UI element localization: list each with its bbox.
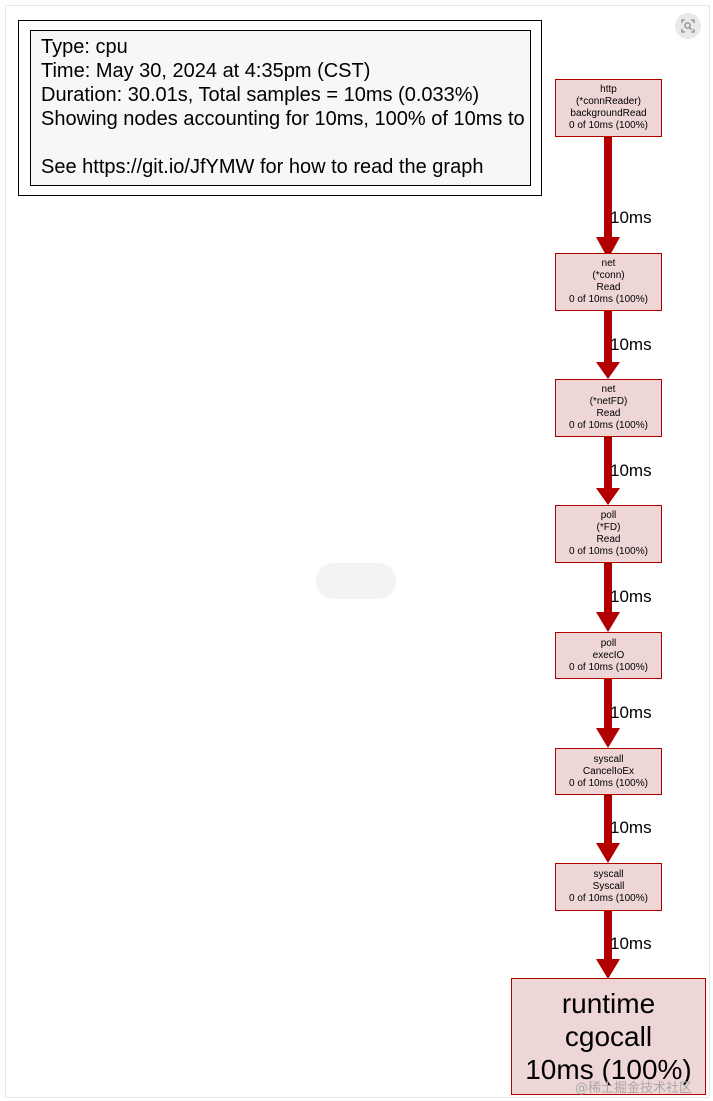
- edge-line: [604, 437, 612, 492]
- node-net-conn-read[interactable]: net (*conn) Read 0 of 10ms (100%): [555, 253, 662, 311]
- node-samples: 0 of 10ms (100%): [569, 661, 648, 673]
- edge-arrowhead: [596, 488, 620, 505]
- node-package: poll: [600, 637, 617, 649]
- node-samples: 0 of 10ms (100%): [569, 546, 648, 557]
- legend-time: Time: May 30, 2024 at 4:35pm (CST): [41, 60, 371, 82]
- node-receiver: (*FD): [596, 522, 621, 533]
- node-receiver: (*connReader): [575, 96, 642, 107]
- edge-label: 10ms: [610, 335, 652, 354]
- node-function: cgocall: [564, 1021, 653, 1052]
- node-http-connreader-backgroundread[interactable]: http (*connReader) backgroundRead 0 of 1…: [555, 79, 662, 137]
- edge-arrowhead: [596, 612, 620, 632]
- node-samples: 0 of 10ms (100%): [569, 120, 648, 131]
- node-package: syscall: [593, 869, 624, 880]
- node-function: Syscall: [592, 881, 625, 892]
- edge-line: [604, 563, 612, 615]
- node-package: syscall: [593, 753, 624, 765]
- node-poll-execio[interactable]: poll execIO 0 of 10ms (100%): [555, 632, 662, 679]
- node-net-netfd-read[interactable]: net (*netFD) Read 0 of 10ms (100%): [555, 379, 662, 437]
- edge-arrowhead: [596, 728, 620, 748]
- node-receiver: (*netFD): [589, 396, 628, 407]
- edge-label: 10ms: [610, 818, 652, 837]
- edge-label: 10ms: [610, 208, 652, 227]
- edge-line: [604, 911, 612, 961]
- image-search-button[interactable]: [675, 13, 701, 39]
- node-function: CancelIoEx: [582, 765, 635, 777]
- node-function: Read: [596, 408, 621, 419]
- node-poll-fd-read[interactable]: poll (*FD) Read 0 of 10ms (100%): [555, 505, 662, 563]
- node-package: http: [600, 84, 617, 95]
- edge-line: [604, 795, 612, 847]
- edge-arrowhead: [596, 843, 620, 863]
- node-function: Read: [596, 534, 621, 545]
- legend-showing-nodes: Showing nodes accounting for 10ms, 100% …: [41, 108, 525, 130]
- edge-label: 10ms: [610, 703, 652, 722]
- node-package: net: [601, 384, 616, 395]
- node-samples: 0 of 10ms (100%): [569, 420, 648, 431]
- node-function: Read: [596, 282, 621, 293]
- edge-line: [604, 679, 612, 731]
- node-syscall-syscall[interactable]: syscall Syscall 0 of 10ms (100%): [555, 863, 662, 911]
- edge-label: 10ms: [610, 934, 652, 953]
- edge-label: 10ms: [610, 461, 652, 480]
- node-samples: 0 of 10ms (100%): [569, 294, 648, 305]
- legend-box: Type: cpu Time: May 30, 2024 at 4:35pm (…: [30, 30, 531, 186]
- legend-help-link: See https://git.io/JfYMW for how to read…: [41, 156, 484, 178]
- node-function: execIO: [592, 649, 625, 661]
- node-samples: 0 of 10ms (100%): [569, 893, 648, 904]
- node-package: net: [601, 258, 616, 269]
- node-package: runtime: [561, 988, 656, 1019]
- legend-type: Type: cpu: [41, 36, 128, 58]
- node-samples: 0 of 10ms (100%): [569, 777, 648, 789]
- node-receiver: (*conn): [592, 270, 625, 281]
- node-function: backgroundRead: [570, 108, 647, 119]
- edge-line: [604, 137, 612, 239]
- node-runtime-cgocall[interactable]: runtime cgocall 10ms (100%): [511, 978, 706, 1095]
- edge-line: [604, 311, 612, 366]
- edge-arrowhead: [596, 362, 620, 379]
- center-overlay-pill: [316, 563, 396, 599]
- edge-arrowhead: [596, 959, 620, 979]
- node-samples: 10ms (100%): [525, 1054, 692, 1085]
- node-package: poll: [600, 510, 617, 521]
- node-syscall-cancelioex[interactable]: syscall CancelIoEx 0 of 10ms (100%): [555, 748, 662, 795]
- watermark: @稀土掘金技术社区: [575, 1081, 693, 1096]
- image-search-icon: [681, 19, 695, 33]
- edge-label: 10ms: [610, 587, 652, 606]
- edge-arrowhead: [596, 237, 620, 259]
- legend-duration: Duration: 30.01s, Total samples = 10ms (…: [41, 84, 480, 106]
